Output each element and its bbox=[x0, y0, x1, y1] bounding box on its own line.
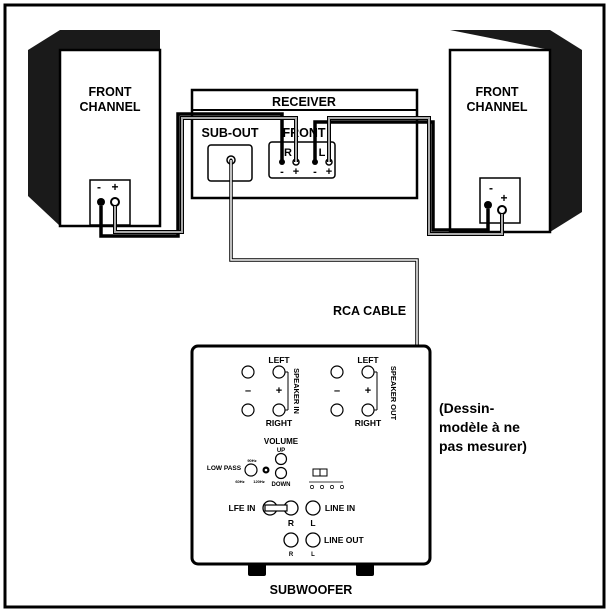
volume-down-button[interactable] bbox=[274, 466, 288, 480]
line-in-l-jack bbox=[305, 500, 321, 516]
left-front-speaker: FRONT CHANNEL - + bbox=[28, 30, 162, 228]
volume-up-button[interactable] bbox=[274, 452, 288, 466]
note-line-2: modèle à ne bbox=[439, 419, 520, 435]
right-front-speaker: FRONT CHANNEL - + bbox=[448, 30, 582, 234]
speaker-in-plus: + bbox=[276, 385, 282, 397]
left-speaker-wires bbox=[99, 112, 298, 238]
speaker-in-left-minus-post bbox=[272, 365, 286, 379]
speaker-in-right-label: RIGHT bbox=[266, 418, 293, 428]
left-speaker-neg-terminal bbox=[97, 198, 105, 206]
speaker-in-vertical-label: SPEAKER IN bbox=[292, 368, 301, 414]
front-label: FRONT bbox=[282, 126, 325, 140]
speaker-in-right-minus-post bbox=[272, 403, 286, 417]
low-pass-knob[interactable] bbox=[244, 463, 258, 477]
receiver-r-label: R bbox=[284, 147, 292, 159]
speaker-out-vertical-label: SPEAKER OUT bbox=[389, 366, 398, 421]
subwoofer-title: SUBWOOFER bbox=[270, 583, 353, 597]
receiver-l-minus: - bbox=[313, 166, 317, 178]
front-terminal-plate bbox=[268, 141, 336, 179]
rca-plug bbox=[264, 504, 288, 512]
line-out-r-jack bbox=[283, 532, 299, 548]
right-speaker-pos-terminal bbox=[497, 205, 507, 215]
volume-label: VOLUME bbox=[264, 437, 299, 446]
note-line-3: pas mesurer) bbox=[439, 438, 527, 454]
right-speaker-minus: - bbox=[489, 181, 493, 195]
note-line-1: (Dessin- bbox=[439, 400, 495, 416]
speaker-out-right-label: RIGHT bbox=[355, 418, 382, 428]
volume-up-label: UP bbox=[277, 448, 285, 454]
left-speaker-minus: - bbox=[97, 180, 101, 194]
scale-note: (Dessin- modèle à ne pas mesurer) bbox=[439, 400, 527, 454]
receiver-l-label: L bbox=[319, 147, 326, 159]
low-pass-90hz: 90Hz bbox=[247, 458, 256, 463]
low-pass-label: LOW PASS bbox=[207, 465, 242, 472]
left-speaker-pos-terminal bbox=[110, 197, 120, 207]
volume-down-label: DOWN bbox=[272, 482, 291, 488]
speaker-out-left-plus-post bbox=[330, 365, 344, 379]
line-in-l-label: L bbox=[310, 518, 315, 528]
line-out-r-label: R bbox=[289, 552, 294, 558]
line-in-r-label: R bbox=[288, 518, 294, 528]
low-pass-60hz: 60Hz bbox=[235, 479, 244, 484]
speaker-out-plus: + bbox=[365, 385, 371, 397]
left-speaker-terminal-plate bbox=[89, 179, 131, 226]
speaker-in-left-label: LEFT bbox=[268, 355, 290, 365]
right-speaker-label-2: CHANNEL bbox=[466, 100, 527, 114]
speaker-out-right-minus-post bbox=[361, 403, 375, 417]
line-out-l-label: L bbox=[311, 552, 315, 558]
lfe-in-label: LFE IN bbox=[229, 503, 256, 513]
line-out-label: LINE OUT bbox=[324, 535, 364, 545]
switch-bank[interactable] bbox=[309, 468, 344, 489]
speaker-out-right-plus-post bbox=[330, 403, 344, 417]
left-speaker-label-1: FRONT bbox=[88, 85, 131, 99]
speaker-in-right-plus-post bbox=[241, 403, 255, 417]
speaker-out-minus: – bbox=[334, 385, 340, 397]
receiver: RECEIVER SUB-OUT FRONT R L - + - + bbox=[190, 88, 419, 200]
receiver-r-plus: + bbox=[293, 166, 299, 178]
line-out-l-jack bbox=[305, 532, 321, 548]
left-speaker-plus: + bbox=[111, 180, 118, 194]
right-speaker-label-1: FRONT bbox=[475, 85, 518, 99]
speaker-in-minus: – bbox=[245, 385, 251, 397]
outer-frame bbox=[3, 3, 606, 609]
rca-cable-label: RCA CABLE bbox=[333, 304, 406, 318]
speaker-out-left-label: LEFT bbox=[357, 355, 379, 365]
low-pass-120hz: 120Hz bbox=[253, 479, 265, 484]
receiver-title: RECEIVER bbox=[272, 95, 336, 109]
receiver-l-plus: + bbox=[326, 166, 332, 178]
right-speaker-neg-terminal bbox=[484, 201, 492, 209]
right-speaker-wires bbox=[313, 116, 504, 236]
right-speaker-plus: + bbox=[500, 191, 507, 205]
sub-out-label: SUB-OUT bbox=[202, 126, 259, 140]
left-speaker-label-2: CHANNEL bbox=[79, 100, 140, 114]
line-in-label: LINE IN bbox=[325, 503, 355, 513]
speaker-out-left-minus-post bbox=[361, 365, 375, 379]
subwoofer: LEFT RIGHT – + SPEAKER IN LEFT RIGHT – +… bbox=[190, 344, 432, 597]
speaker-in-left-plus-post bbox=[241, 365, 255, 379]
receiver-r-minus: - bbox=[280, 166, 284, 178]
